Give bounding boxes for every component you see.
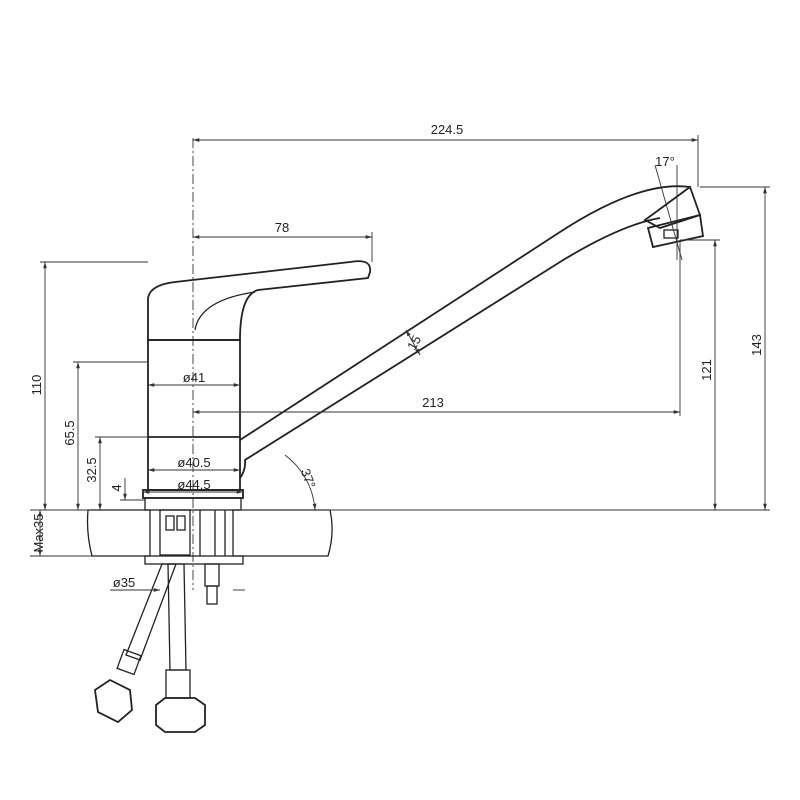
lever-handle bbox=[147, 260, 372, 341]
label-aerator-angle: 17° bbox=[655, 154, 675, 169]
label-body-diameter: ø41 bbox=[183, 370, 205, 385]
faucet-body bbox=[142, 339, 244, 565]
label-base-thickness: 4 bbox=[109, 484, 124, 491]
label-body-height: 65.5 bbox=[62, 420, 77, 445]
label-total-height: 143 bbox=[749, 334, 764, 356]
dimension-lines bbox=[38, 135, 770, 592]
label-max-counter: Max35 bbox=[31, 513, 46, 552]
spout bbox=[239, 185, 705, 479]
dimension-labels: 224.5 78 213 143 121 110 65.5 32.5 4 Max… bbox=[29, 122, 764, 590]
label-spout-diameter: 15 bbox=[404, 333, 424, 353]
label-hole-diameter: ø35 bbox=[113, 575, 135, 590]
label-handle-height: 110 bbox=[29, 375, 44, 396]
label-lower-body-height: 32.5 bbox=[84, 457, 99, 482]
countertop bbox=[30, 509, 333, 557]
label-handle-length: 78 bbox=[275, 220, 289, 235]
supply-hoses bbox=[94, 563, 220, 733]
label-spout-angle: 37° bbox=[298, 467, 319, 491]
label-lower-body-diameter: ø40.5 bbox=[177, 455, 210, 470]
label-spout-reach: 213 bbox=[422, 395, 444, 410]
label-outlet-height: 121 bbox=[699, 359, 714, 381]
label-base-diameter: ø44.5 bbox=[177, 477, 210, 492]
label-total-reach: 224.5 bbox=[431, 122, 464, 137]
